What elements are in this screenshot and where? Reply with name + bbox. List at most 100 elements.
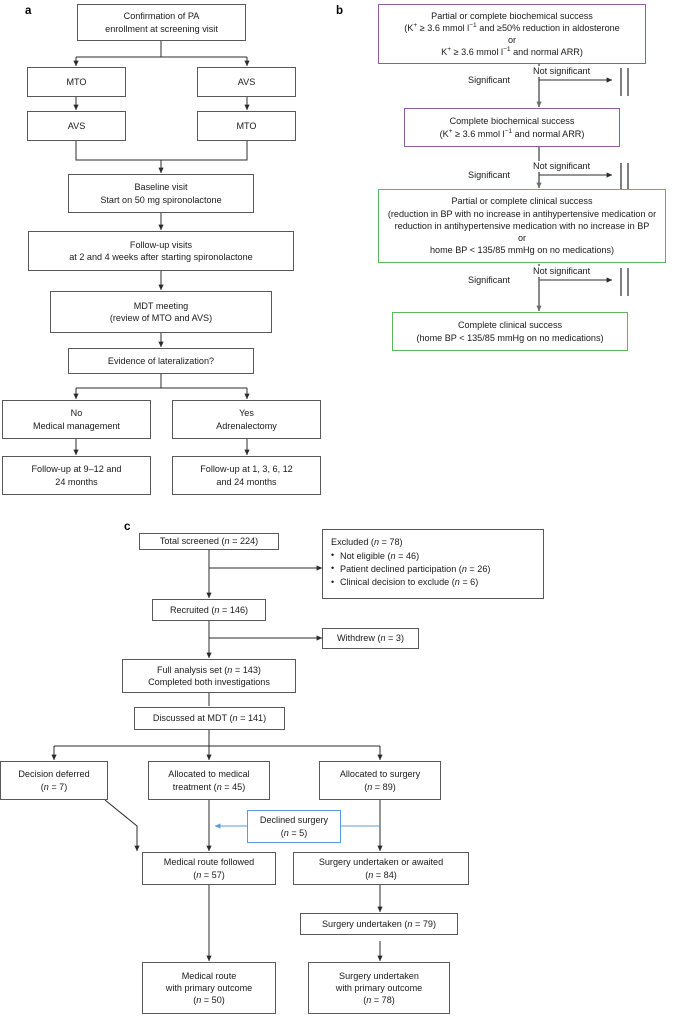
partial-clinical-line3: reduction in antihypertensive medication… <box>394 220 650 231</box>
allocated-surgery-line2: (n = 89) <box>364 781 396 792</box>
node-confirmation-pa: Confirmation of PA enrollment at screeni… <box>77 4 246 41</box>
edge-label-not-significant-2: Not significant <box>531 161 593 172</box>
medical-outcome-line1: Medical route <box>181 970 237 981</box>
node-followup-surgical: Follow-up at 1, 3, 6, 12 and 24 months <box>172 456 321 495</box>
edge-label-significant-3: Significant <box>466 275 512 286</box>
surgery-outcome-line3: (n = 78) <box>363 995 395 1006</box>
node-surgery-undertaken: Surgery undertaken (n = 79) <box>300 913 458 935</box>
yes-adrenal-line2: Adrenalectomy <box>216 420 277 431</box>
fu-surgical-line1: Follow-up at 1, 3, 6, 12 <box>200 464 293 475</box>
total-screened-label: Total screened (n = 224) <box>159 536 259 547</box>
mdt-line1: MDT meeting <box>133 300 189 311</box>
medical-outcome-line3: (n = 50) <box>193 995 225 1006</box>
mto-left-label: MTO <box>66 76 87 87</box>
node-followup-visits: Follow-up visits at 2 and 4 weeks after … <box>28 231 294 271</box>
complete-clinical-line2: (home BP < 135/85 mmHg on no medications… <box>416 332 604 343</box>
node-complete-biochemical-success: Complete biochemical success (K+ ≥ 3.6 m… <box>404 108 620 147</box>
node-surgery-undertaken-or-awaited: Surgery undertaken or awaited (n = 84) <box>293 852 469 885</box>
panel-letter-c: c <box>124 521 131 533</box>
node-partial-complete-clinical-success: Partial or complete clinical success (re… <box>378 189 666 263</box>
panel-letter-a: a <box>25 5 32 17</box>
list-item: Not eligible (n = 46) <box>331 549 535 563</box>
full-analysis-line1: Full analysis set (n = 143) <box>157 664 261 675</box>
node-recruited: Recruited (n = 146) <box>152 599 266 621</box>
decision-deferred-line2: (n = 7) <box>40 781 68 792</box>
excluded-heading: Excluded (n = 78) <box>331 537 403 547</box>
medical-route-line2: (n = 57) <box>193 869 225 880</box>
partial-biochem-line4: K+ ≥ 3.6 mmol l−1 and normal ARR) <box>441 46 583 58</box>
list-item: Patient declined participation (n = 26) <box>331 562 535 576</box>
node-withdrew: Withdrew (n = 3) <box>322 628 419 649</box>
node-allocated-medical: Allocated to medical treatment (n = 45) <box>148 761 270 800</box>
node-full-analysis-set: Full analysis set (n = 143) Completed bo… <box>122 659 296 693</box>
node-declined-surgery: Declined surgery (n = 5) <box>247 810 341 843</box>
excluded-reason-list: Not eligible (n = 46) Patient declined p… <box>331 549 535 590</box>
wire-a-split2 <box>76 374 247 389</box>
edge-label-significant-1: Significant <box>466 75 512 86</box>
mdt-line2: (review of MTO and AVS) <box>109 313 213 323</box>
lateralization-label: Evidence of lateralization? <box>107 355 215 366</box>
no-medical-line2: Medical management <box>33 420 120 431</box>
complete-biochem-line1: Complete biochemical success <box>449 116 575 127</box>
partial-biochem-line1: Partial or complete biochemical success <box>431 10 593 21</box>
node-mto-left: MTO <box>27 67 126 97</box>
edge-label-not-significant-1: Not significant <box>531 66 593 77</box>
fu-medical-line2: 24 months <box>55 476 98 487</box>
surgery-outcome-line1: Surgery undertaken <box>339 970 419 981</box>
node-followup-medical: Follow-up at 9–12 and 24 months <box>2 456 151 495</box>
no-medical-line1: No <box>70 408 83 419</box>
node-no-medical-management: No Medical management <box>2 400 151 439</box>
wire-c-deferred-medical <box>104 799 140 852</box>
node-total-screened: Total screened (n = 224) <box>139 533 279 550</box>
node-mto-right: MTO <box>197 111 296 141</box>
edge-label-significant-2: Significant <box>466 170 512 181</box>
node-medical-route-primary-outcome: Medical route with primary outcome (n = … <box>142 962 276 1014</box>
partial-biochem-line3: or <box>507 35 517 45</box>
medical-outcome-line2: with primary outcome <box>165 982 253 993</box>
node-complete-clinical-success: Complete clinical success (home BP < 135… <box>392 312 628 351</box>
node-mdt-meeting: MDT meeting (review of MTO and AVS) <box>50 291 272 333</box>
edge-label-not-significant-3: Not significant <box>531 266 593 277</box>
followup-line1: Follow-up visits <box>129 239 193 250</box>
partial-clinical-line2: (reduction in BP with no increase in ant… <box>387 208 657 219</box>
surgery-undertaken-label: Surgery undertaken (n = 79) <box>321 918 436 929</box>
withdrew-label: Withdrew (n = 3) <box>337 633 404 644</box>
surgery-outcome-line2: with primary outcome <box>335 982 423 993</box>
avs-right-label: AVS <box>237 76 256 87</box>
node-partial-complete-biochemical-success: Partial or complete biochemical success … <box>378 4 646 64</box>
partial-clinical-line1: Partial or complete clinical success <box>451 196 593 207</box>
node-yes-adrenalectomy: Yes Adrenalectomy <box>172 400 321 439</box>
wire-a-merge <box>75 141 248 161</box>
list-item: Clinical decision to exclude (n = 6) <box>331 576 535 589</box>
avs-left-label: AVS <box>67 120 86 131</box>
full-analysis-line2: Completed both investigations <box>148 677 270 687</box>
wire-a-split1 <box>76 41 247 58</box>
node-evidence-lateralization: Evidence of lateralization? <box>68 348 254 374</box>
panel-letter-b: b <box>336 5 344 17</box>
partial-biochem-line2: (K+ ≥ 3.6 mmol l−1 and ≥50% reduction in… <box>404 21 620 33</box>
complete-clinical-line1: Complete clinical success <box>457 320 563 331</box>
declined-surgery-line2: (n = 5) <box>280 827 308 838</box>
node-avs-left: AVS <box>27 111 126 141</box>
declined-surgery-line1: Declined surgery <box>259 815 329 826</box>
fu-medical-line1: Follow-up at 9–12 and <box>31 464 122 475</box>
node-excluded: Excluded (n = 78) Not eligible (n = 46) … <box>322 529 544 599</box>
discussed-mdt-label: Discussed at MDT (n = 141) <box>152 713 267 724</box>
node-baseline-visit: Baseline visit Start on 50 mg spironolac… <box>68 174 254 213</box>
partial-clinical-line5: home BP < 135/85 mmHg on no medications) <box>429 245 615 256</box>
decision-deferred-line1: Decision deferred <box>18 769 90 780</box>
wire-c-mdt-split <box>54 730 380 747</box>
node-surgery-primary-outcome: Surgery undertaken with primary outcome … <box>308 962 450 1014</box>
node-allocated-surgery: Allocated to surgery (n = 89) <box>319 761 441 800</box>
baseline-line1: Baseline visit <box>134 182 188 193</box>
surgery-awaited-line2: (n = 84) <box>365 869 397 880</box>
yes-adrenal-line1: Yes <box>239 408 254 419</box>
allocated-surgery-line1: Allocated to surgery <box>339 769 421 780</box>
followup-line2: at 2 and 4 weeks after starting spironol… <box>69 252 253 262</box>
partial-clinical-line4: or <box>517 233 527 244</box>
medical-route-line1: Medical route followed <box>163 857 255 868</box>
allocated-medical-line1: Allocated to medical <box>168 769 250 780</box>
surgery-awaited-line1: Surgery undertaken or awaited <box>318 857 444 868</box>
node-avs-right: AVS <box>197 67 296 97</box>
